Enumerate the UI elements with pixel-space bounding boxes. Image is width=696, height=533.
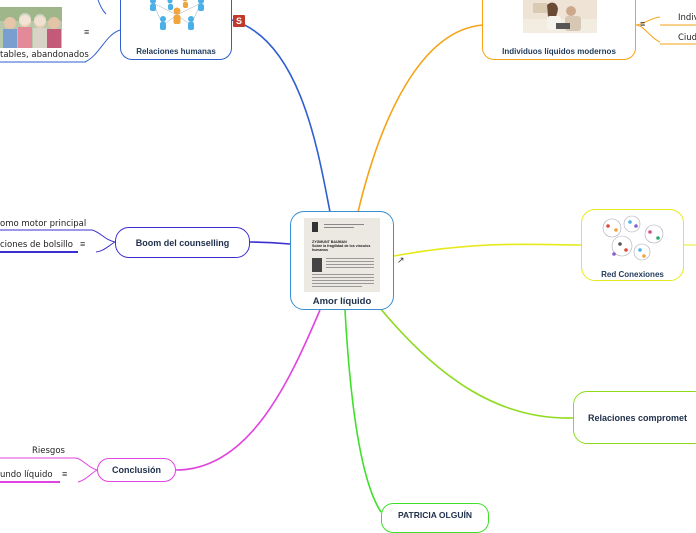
leaf-indiv[interactable]: Indiv — [678, 13, 696, 23]
book-cover-image: ZYGMUNT BAUMAN Sobre la fragilidad de lo… — [304, 218, 380, 292]
node-conclusion-label: Conclusión — [112, 465, 161, 475]
leaf-ciud[interactable]: Ciud — [678, 33, 696, 43]
connector-boom — [249, 241, 291, 245]
connector-individuos — [357, 24, 484, 213]
leaf-mundo-liquido[interactable]: undo líquido — [0, 470, 53, 480]
node-red-conexiones[interactable]: Red Conexiones — [581, 209, 684, 281]
node-individuos-label: Individuos líquidos modernos — [502, 47, 616, 56]
node-boom-counselling[interactable]: Boom del counselling — [115, 227, 250, 258]
leaf-motor-principal[interactable]: omo motor principal — [0, 219, 87, 229]
node-patricia-olguin[interactable]: PATRICIA OLGUÍN — [381, 503, 489, 533]
mind-map-connectors — [0, 0, 696, 513]
node-amor-liquido-label: Amor líquido — [312, 296, 372, 307]
node-relaciones-humanas[interactable]: Relaciones humanas — [120, 0, 232, 60]
node-individuos[interactable]: Individuos líquidos modernos — [482, 0, 636, 60]
menu-icon[interactable]: ≡ — [62, 469, 68, 479]
node-boom-label: Boom del counselling — [135, 237, 230, 248]
s-badge-icon[interactable]: S — [233, 15, 245, 27]
node-relaciones-compromet[interactable]: Relaciones compromet — [573, 391, 696, 444]
node-red-conexiones-label: Red Conexiones — [601, 270, 664, 279]
node-relaciones-comp-label: Relaciones compromet — [588, 412, 688, 423]
book-subtitle: Sobre la fragilidad de los vínculos huma… — [312, 244, 371, 252]
connector-relaciones-comp — [379, 307, 574, 419]
leaf-relaciones-bolsillo[interactable]: ciones de bolsillo — [0, 240, 73, 250]
connector-conclusion — [175, 309, 321, 471]
network-people-image — [143, 0, 211, 33]
node-amor-liquido[interactable]: ZYGMUNT BAUMAN Sobre la fragilidad de lo… — [290, 211, 394, 310]
network-graph-image — [598, 214, 668, 264]
menu-icon[interactable]: ≡ — [80, 239, 86, 249]
menu-icon[interactable]: ≡ — [84, 27, 90, 37]
external-link-icon[interactable]: ↗ — [397, 255, 405, 265]
node-patricia-label: PATRICIA OLGUÍN — [398, 510, 472, 520]
connector-patricia — [344, 309, 382, 513]
elderly-women-photo — [0, 7, 62, 48]
node-conclusion[interactable]: Conclusión — [97, 458, 176, 482]
book-author: ZYGMUNT BAUMAN — [312, 240, 347, 244]
connector-red — [393, 243, 582, 257]
leaf-tables-abandonados[interactable]: tables, abandonados — [0, 50, 89, 60]
connector-relaciones-humanas — [231, 19, 331, 213]
node-relaciones-humanas-label: Relaciones humanas — [136, 47, 216, 56]
menu-icon[interactable]: ≡ — [640, 19, 646, 29]
leaf-riesgos[interactable]: Riesgos — [32, 446, 65, 456]
couple-photo — [523, 0, 597, 33]
